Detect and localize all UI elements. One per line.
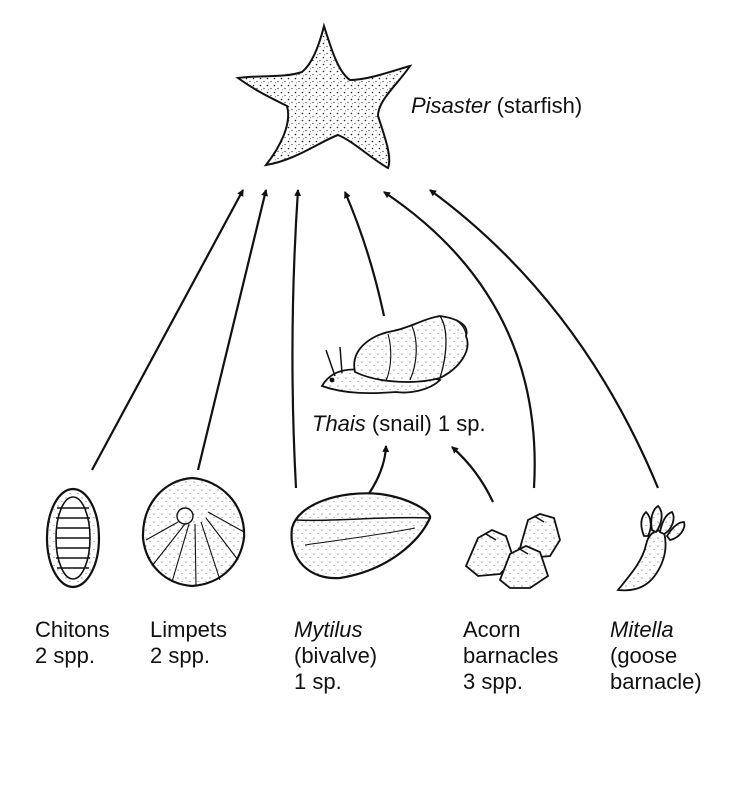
mitella-label-line-2: (goose bbox=[610, 643, 677, 668]
mytilus-label-line-1: Mytilus bbox=[294, 617, 362, 642]
limpets-label: Limpets 2 spp. bbox=[150, 617, 233, 668]
pisaster-label: Pisaster (starfish) bbox=[411, 93, 582, 118]
mitella-label: Mitella (goose barnacle) bbox=[610, 617, 702, 694]
starfish-icon bbox=[235, 22, 413, 170]
arrow-limpets-to-pisaster bbox=[196, 188, 268, 471]
mitella-label-line-1: Mitella bbox=[610, 617, 674, 642]
arrow-acorn-to-thais bbox=[451, 446, 494, 503]
chitons-label: Chitons 2 spp. bbox=[35, 617, 116, 668]
arrow-mytilus-to-pisaster bbox=[291, 188, 302, 489]
pisaster-name: Pisaster bbox=[411, 93, 492, 118]
snail-icon bbox=[320, 315, 469, 395]
thais-name: Thais bbox=[312, 411, 366, 436]
limpets-label-line-1: Limpets bbox=[150, 617, 227, 642]
chitons-label-line-1: Chitons bbox=[35, 617, 110, 642]
arrow-mytilus-to-thais bbox=[367, 444, 390, 496]
mussel-icon bbox=[290, 492, 432, 580]
acorn-barnacles-label-line-3: 3 spp. bbox=[463, 669, 523, 694]
pisaster-common-name: (starfish) bbox=[490, 93, 582, 118]
acorn-barnacles-label-line-1: Acorn bbox=[463, 617, 520, 642]
thais-common-name: (snail) 1 sp. bbox=[366, 411, 486, 436]
feeding-arrows bbox=[91, 188, 660, 503]
mitella-label-line-3: barnacle) bbox=[610, 669, 702, 694]
acorn-barnacles-label: Acorn barnacles 3 spp. bbox=[463, 617, 565, 694]
limpet-icon bbox=[141, 476, 246, 588]
thais-label: Thais (snail) 1 sp. bbox=[312, 411, 486, 436]
chiton-icon bbox=[45, 487, 101, 589]
arrow-mitella-to-pisaster bbox=[429, 189, 660, 489]
mytilus-label: Mytilus (bivalve) 1 sp. bbox=[294, 617, 383, 694]
mytilus-label-line-3: 1 sp. bbox=[294, 669, 342, 694]
arrow-thais-to-pisaster bbox=[343, 191, 386, 317]
acorn-barnacles-label-line-2: barnacles bbox=[463, 643, 558, 668]
arrow-acorn-to-pisaster bbox=[383, 191, 536, 489]
goose-barnacle-icon bbox=[616, 504, 686, 592]
mytilus-label-line-2: (bivalve) bbox=[294, 643, 377, 668]
acorn-barnacle-icon bbox=[464, 513, 561, 589]
chitons-label-line-2: 2 spp. bbox=[35, 643, 95, 668]
arrow-chitons-to-pisaster bbox=[91, 189, 244, 471]
prey-labels: Chitons 2 spp. Limpets 2 spp. Mytilus (b… bbox=[35, 617, 702, 694]
limpets-label-line-2: 2 spp. bbox=[150, 643, 210, 668]
